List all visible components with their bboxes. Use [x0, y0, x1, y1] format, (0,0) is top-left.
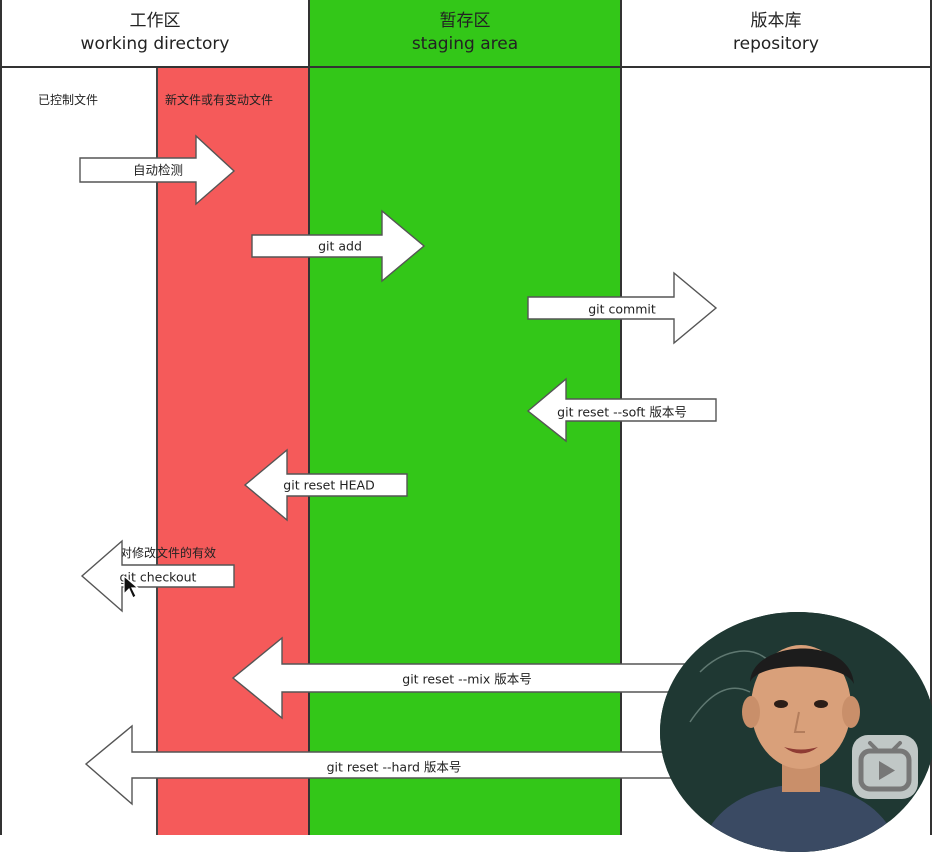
arrow-label-git-commit: git commit — [588, 301, 656, 317]
checkout-note: 对修改文件的有效 — [120, 546, 217, 560]
arrow-label-git-reset-head: git reset HEAD — [283, 477, 375, 493]
column-working-directory: 工作区 working directory — [0, 0, 310, 835]
presenter-illustration — [660, 612, 932, 852]
column-repository: 版本库 repository — [622, 0, 932, 835]
arrow-git-reset-mix — [231, 636, 699, 720]
presenter-video-thumbnail — [660, 612, 932, 852]
arrow-label-git-reset-mix: git reset --mix 版本号 — [402, 671, 532, 687]
arrow-label-git-checkout: git checkout — [119, 569, 197, 585]
arrow-git-reset-soft — [526, 377, 717, 443]
arrow-git-reset-head — [243, 448, 408, 522]
repository-title-cn: 版本库 — [750, 11, 802, 31]
column-header-working: 工作区 working directory — [2, 0, 308, 68]
working-title-en: working directory — [80, 34, 230, 54]
repository-title-en: repository — [733, 34, 819, 54]
mouse-cursor-icon — [123, 574, 140, 599]
column-header-repository: 版本库 repository — [622, 0, 930, 68]
bilibili-play-icon — [852, 735, 918, 799]
arrow-label-git-reset-hard: git reset --hard 版本号 — [326, 759, 462, 775]
arrow-label-git-reset-soft: git reset --soft 版本号 — [557, 404, 687, 420]
staging-title-en: staging area — [411, 34, 519, 54]
arrow-auto-detect — [79, 134, 236, 206]
arrow-label-auto-detect: 自动检测 — [132, 162, 184, 178]
arrow-label-git-add: git add — [318, 238, 362, 254]
arrow-git-add — [251, 209, 426, 283]
tracked-files-label: 已控制文件 — [38, 93, 99, 107]
changed-files-label: 新文件或有变动文件 — [165, 93, 274, 107]
column-header-staging: 暂存区 staging area — [310, 0, 620, 68]
arrow-git-reset-hard — [84, 724, 683, 806]
arrow-git-commit — [527, 271, 718, 345]
arrow-git-checkout — [80, 539, 235, 613]
staging-title-cn: 暂存区 — [439, 11, 491, 31]
working-title-cn: 工作区 — [129, 11, 181, 31]
